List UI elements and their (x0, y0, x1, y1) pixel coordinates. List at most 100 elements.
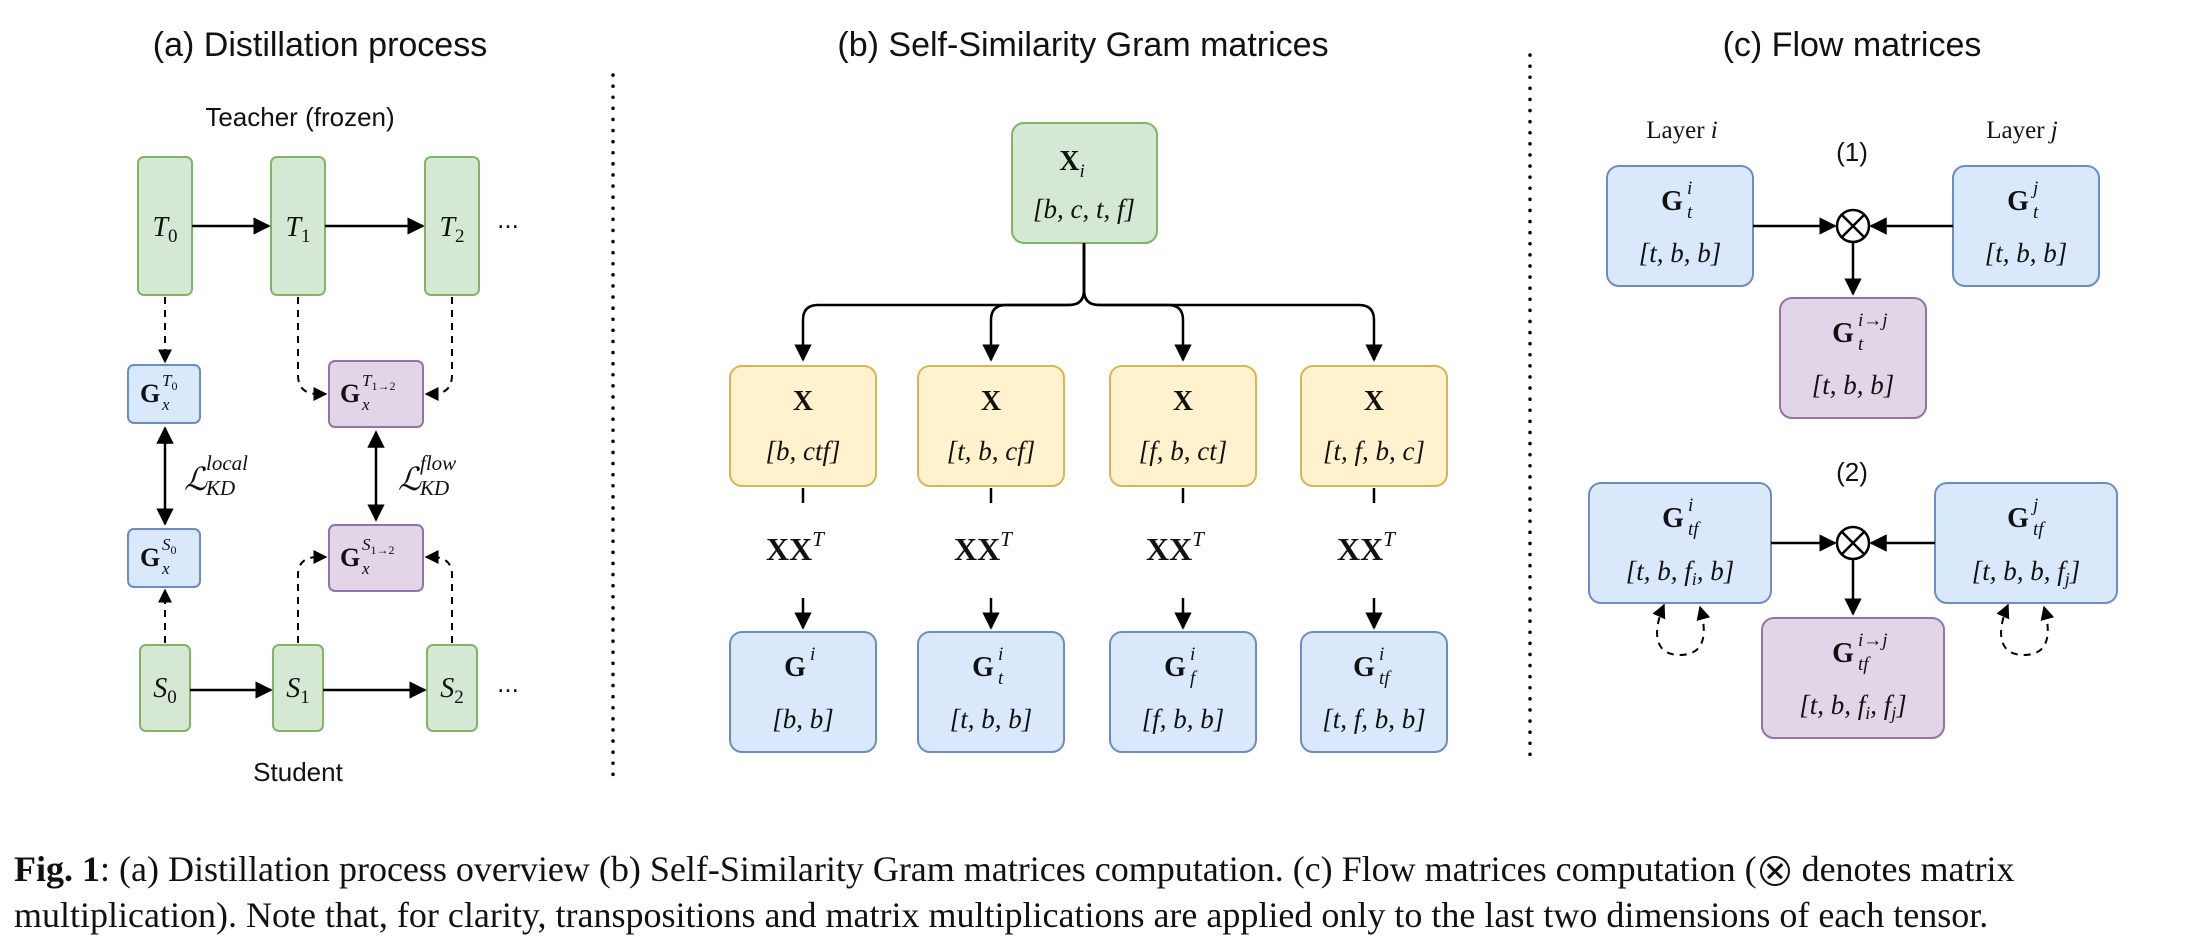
caption-fig-label: Fig. 1 (14, 849, 100, 889)
svg-text:t: t (998, 668, 1004, 689)
reshape-node-3: X [f, b, ct] (1109, 365, 1257, 487)
branch-arrow-2 (982, 243, 1086, 362)
student-node-1: S1 (272, 644, 324, 732)
svg-text:ℒ: ℒ (398, 461, 422, 497)
teacher-node-0: T0 (137, 156, 193, 296)
gram-dims: [t, b, b] (950, 704, 1033, 734)
svg-text:G: G (2007, 186, 2029, 217)
svg-text:G: G (140, 543, 160, 572)
svg-text:X: X (981, 386, 1001, 417)
gram-t-layer-i: G i t [t, b, b] (1606, 165, 1754, 287)
gram-tf-layer-j: G j tf [t, b, b, fj] (1934, 482, 2118, 604)
svg-text:G: G (340, 379, 360, 408)
matmul-op-1 (1835, 208, 1871, 244)
gram-dims: [b, b] (772, 704, 834, 734)
svg-text:XXT: XXT (766, 527, 825, 567)
svg-text:i: i (1688, 495, 1693, 516)
svg-text:i: i (1190, 644, 1195, 665)
reshape-node-1: X [b, ctf] (729, 365, 877, 487)
svg-text:[t, b, b]: [t, b, b] (1639, 238, 1722, 268)
panel-b-title: (b) Self-Similarity Gram matrices (837, 26, 1328, 64)
dashed-arrow-t2-gram (424, 297, 453, 401)
svg-text:x: x (361, 559, 370, 578)
caption-text-1: : (a) Distillation process overview (b) … (100, 849, 1757, 889)
svg-text:local: local (206, 451, 248, 475)
svg-text:ℒ: ℒ (184, 461, 208, 497)
svg-text:X: X (1173, 386, 1193, 417)
matmul-op-2 (1835, 525, 1871, 561)
svg-text:j: j (2030, 495, 2038, 516)
dashed-arrow-s2-gram (424, 550, 453, 643)
svg-text:XXT: XXT (1146, 527, 1205, 567)
svg-text:G: G (1832, 638, 1854, 669)
gram-teacher-flow: G T1→2 x (328, 360, 424, 428)
loss-local-label: ℒ local KD (184, 451, 248, 500)
svg-text:i: i (998, 644, 1003, 665)
reshape-dims: [f, b, ct] (1139, 436, 1228, 466)
gram-node-2: G i t [t, b, b] (917, 631, 1065, 753)
svg-text:X: X (1364, 386, 1384, 417)
student-ellipsis: ... (497, 668, 519, 698)
reshape-dims: [t, f, b, c] (1323, 436, 1425, 466)
layer-j-label: Layer j (1986, 117, 2058, 144)
svg-text:tf: tf (1858, 654, 1871, 675)
xxt-step-3: XXT (1146, 488, 1205, 630)
teacher-label: Teacher (frozen) (205, 102, 394, 132)
dashed-arrow-s1-gram (297, 550, 328, 643)
gram-node-1: G i [b, b] (729, 631, 877, 753)
teacher-node-2: T2 (424, 156, 480, 296)
svg-text:i: i (1379, 644, 1384, 665)
reshape-dims: [t, b, cf] (947, 436, 1036, 466)
svg-text:G: G (1662, 503, 1684, 534)
figure-caption: Fig. 1: (a) Distillation process overvie… (14, 846, 2184, 938)
svg-text:x: x (161, 559, 170, 578)
teacher-ellipsis: ... (497, 204, 519, 234)
teacher-node-1: T1 (270, 156, 326, 296)
gram-dims: [t, f, b, b] (1322, 704, 1426, 734)
svg-text:G: G (340, 543, 360, 572)
svg-text:i→j: i→j (1858, 630, 1888, 651)
input-tensor-dims: [b, c, t, f] (1033, 194, 1135, 224)
svg-text:tf: tf (1688, 519, 1701, 540)
branch-arrow-1 (794, 243, 1086, 362)
input-tensor-node: Xi [b, c, t, f] (1011, 122, 1158, 244)
svg-text:f: f (1190, 668, 1198, 689)
svg-text:tf: tf (2033, 519, 2046, 540)
svg-text:G: G (1353, 652, 1375, 683)
gram-student-local: G S0 x (127, 528, 201, 588)
gram-tf-layer-i: G i tf [t, b, fi, b] (1588, 482, 1772, 604)
reshape-node-2: X [t, b, cf] (917, 365, 1065, 487)
svg-text:t: t (1858, 334, 1864, 355)
flow-gram-t: G i→j t [t, b, b] (1779, 297, 1927, 419)
branch-arrow-4 (1082, 243, 1383, 362)
svg-text:flow: flow (420, 451, 456, 475)
panel-c-title: (c) Flow matrices (1723, 26, 1982, 64)
student-node-0: S0 (139, 644, 191, 732)
panel-a-title: (a) Distillation process (153, 26, 487, 64)
self-loop-layer-i (1652, 603, 1711, 657)
svg-text:t: t (1687, 202, 1693, 223)
svg-text:t: t (2033, 202, 2039, 223)
svg-text:X: X (793, 386, 813, 417)
svg-text:[t, b, b]: [t, b, b] (1985, 238, 2068, 268)
flow-gram-tf: G i→j tf [t, b, fi, fj] (1761, 617, 1945, 739)
layer-i-label: Layer i (1646, 117, 1718, 144)
svg-text:x: x (361, 395, 370, 414)
caption-text-2: denotes matrix multiplication). Note tha… (14, 849, 2015, 935)
xxt-step-4: XXT (1337, 488, 1396, 630)
step-1-label: (1) (1836, 137, 1868, 167)
gram-dims: [f, b, b] (1142, 704, 1225, 734)
reshape-node-4: X [t, f, b, c] (1300, 365, 1448, 487)
self-loop-layer-j (1996, 603, 2055, 657)
branch-arrow-3 (1082, 243, 1192, 362)
svg-text:G: G (972, 652, 994, 683)
gram-t-layer-j: G j t [t, b, b] (1952, 165, 2100, 287)
svg-text:[t, b, fi, b]: [t, b, fi, b] (1626, 556, 1735, 589)
svg-text:j: j (2030, 178, 2038, 199)
svg-text:KD: KD (205, 476, 235, 500)
svg-text:G: G (2007, 503, 2029, 534)
svg-text:tf: tf (1379, 668, 1392, 689)
student-node-2: S2 (426, 644, 478, 732)
svg-text:[t, b, fi, fj]: [t, b, fi, fj] (1799, 690, 1907, 723)
gram-student-flow: G S1→2 x (328, 524, 424, 592)
